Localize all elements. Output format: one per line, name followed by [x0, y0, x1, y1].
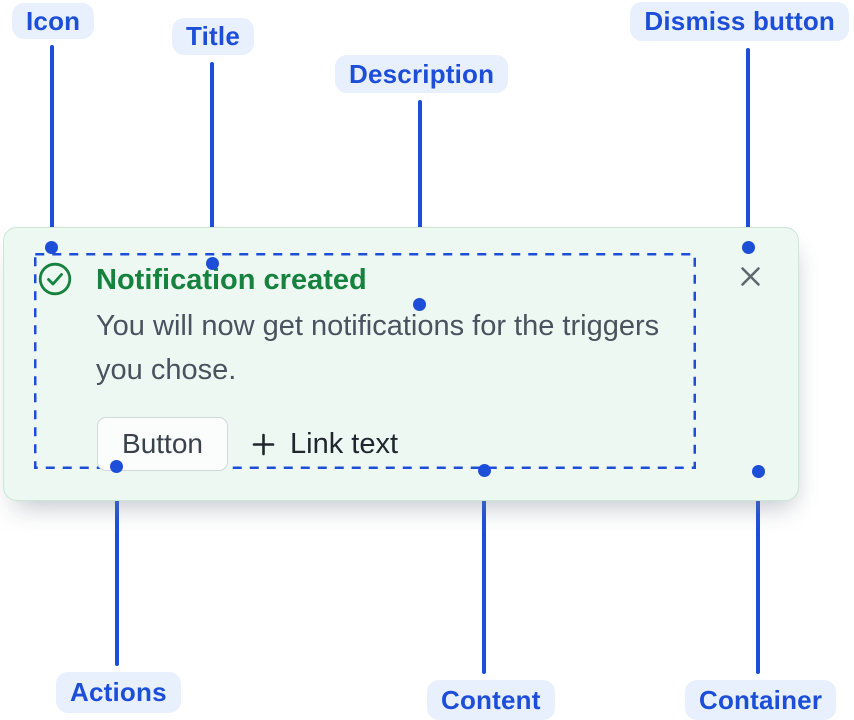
- annotation-label-icon: Icon: [12, 3, 95, 39]
- flag-action-button[interactable]: Button: [97, 417, 228, 471]
- close-icon: [740, 266, 760, 286]
- connector-dot-actions: [110, 459, 123, 473]
- connector-dot-icon: [45, 240, 58, 254]
- connector-line-description: [418, 100, 422, 299]
- plus-icon: [252, 433, 275, 455]
- flag-description: You will now get notifications for the t…: [96, 310, 660, 386]
- annotation-label-description: Description: [335, 55, 509, 93]
- annotation-label-container: Container: [685, 680, 837, 720]
- flag-title: Notification created: [96, 264, 367, 296]
- flag-actions: Button Link text: [97, 417, 398, 471]
- flag-action-link-label: Link text: [290, 427, 398, 460]
- flag-container: Notification created You will now get no…: [3, 227, 799, 501]
- connector-dot-title: [205, 256, 219, 270]
- connector-dot-description: [413, 297, 426, 311]
- connector-line-container: [756, 473, 760, 674]
- connector-line-icon: [50, 45, 54, 241]
- annotation-label-dismiss-button: Dismiss button: [630, 2, 849, 41]
- content-outline: [34, 253, 696, 469]
- annotation-label-title: Title: [172, 18, 254, 55]
- connector-line-dismiss: [746, 48, 750, 242]
- connector-dot-content: [477, 463, 491, 477]
- flag-action-link[interactable]: Link text: [252, 428, 398, 461]
- connector-dot-container: [751, 464, 765, 478]
- dismiss-button[interactable]: [730, 256, 770, 296]
- success-checkmark-circle-icon: [38, 262, 72, 296]
- connector-line-content: [482, 472, 486, 674]
- annotation-label-actions: Actions: [56, 672, 181, 713]
- connector-line-actions: [115, 468, 119, 666]
- connector-line-title: [210, 62, 214, 258]
- annotation-label-content: Content: [427, 680, 555, 720]
- connector-dot-dismiss: [741, 240, 755, 254]
